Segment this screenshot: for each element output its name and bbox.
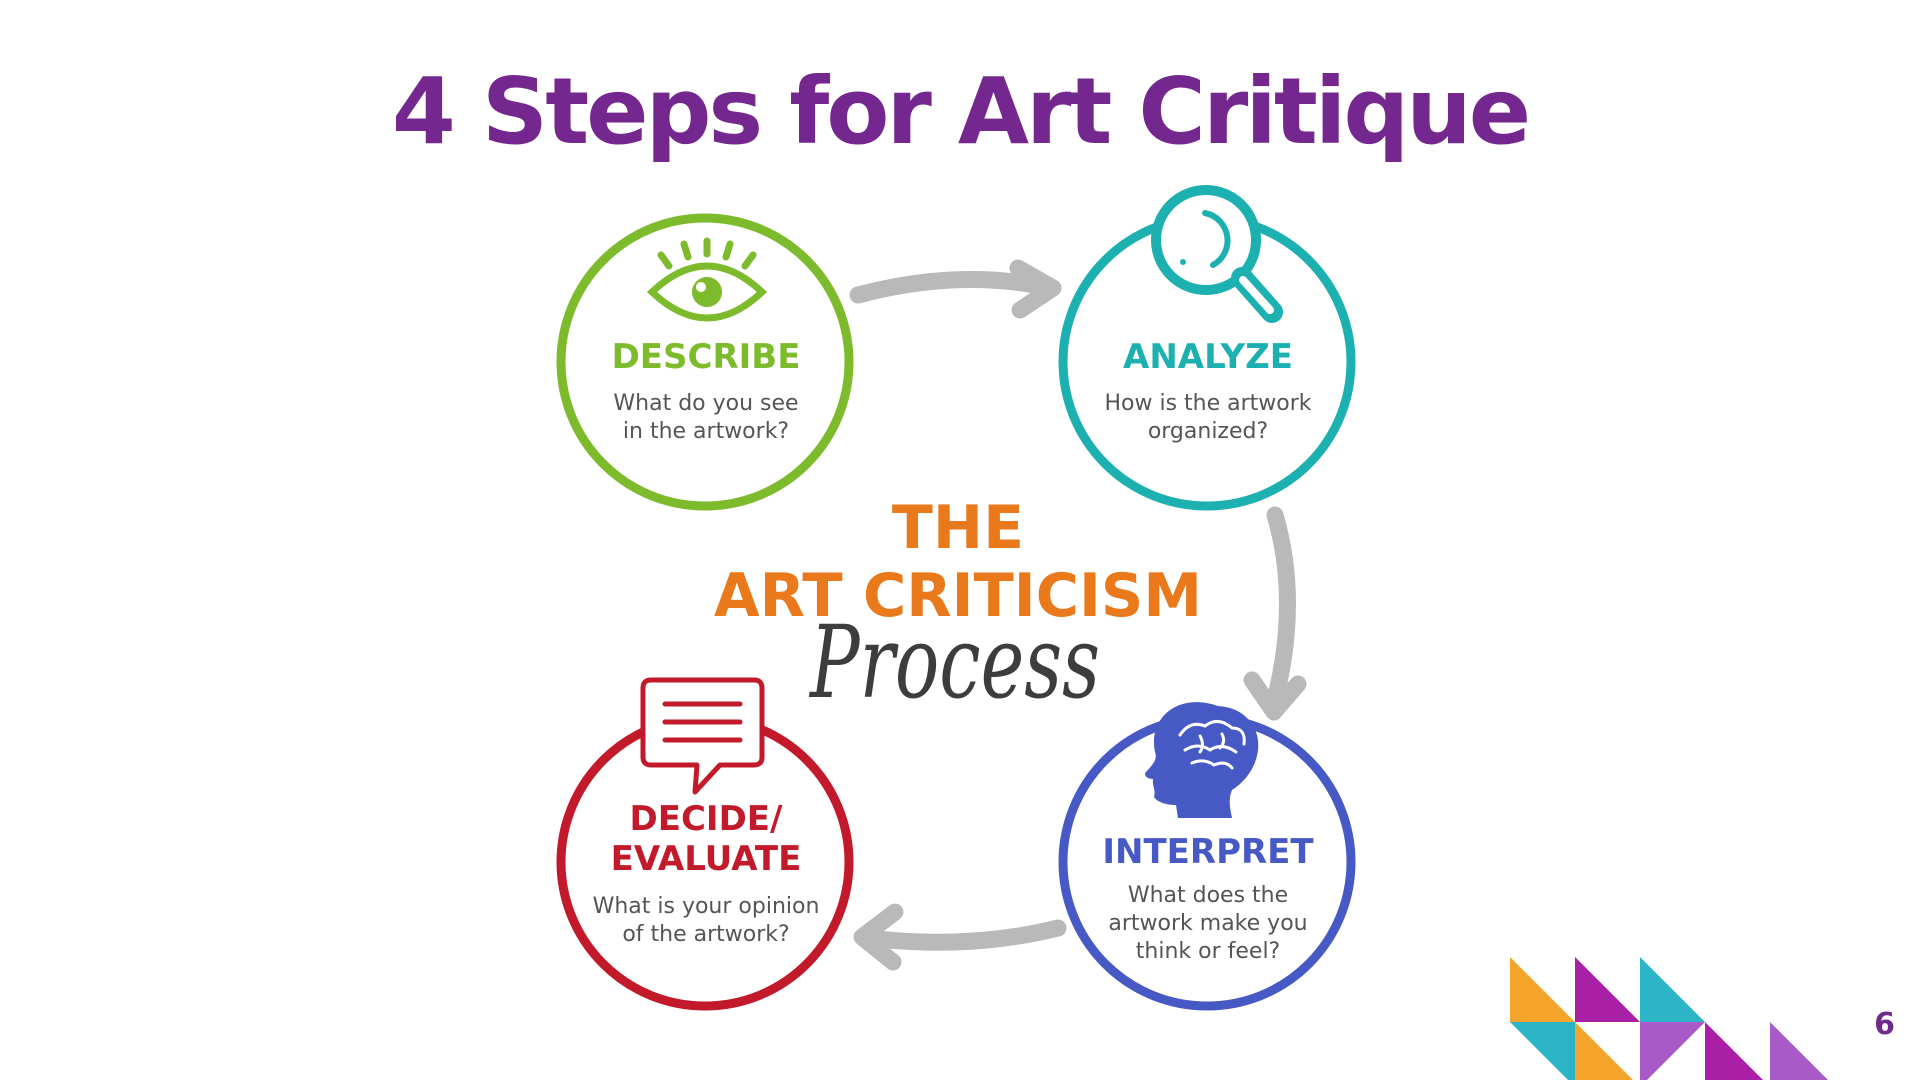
analyze-title: ANALYZE — [1123, 337, 1293, 377]
evaluate-title-line2: EVALUATE — [611, 839, 802, 879]
head-brain-icon — [1145, 702, 1259, 818]
decorative-triangles — [1510, 957, 1828, 1080]
arrow-analyze-to-interpret — [1266, 506, 1296, 709]
arrow-interpret-to-evaluate — [859, 919, 1067, 951]
center-label: THE ART CRITICISM Process — [714, 493, 1202, 721]
speech-bubble-icon — [640, 677, 765, 795]
describe-desc-line1: What do you see — [613, 391, 798, 416]
analyze-desc-line1: How is the artwork — [1104, 391, 1311, 416]
describe-desc-line2: in the artwork? — [623, 419, 789, 444]
describe-circle — [556, 213, 854, 511]
describe-title: DESCRIBE — [612, 337, 801, 377]
page-number: 6 — [1874, 1007, 1895, 1042]
step-analyze: ANALYZE How is the artwork organized? — [1058, 185, 1356, 511]
cycle-arrows — [849, 259, 1307, 971]
step-interpret: INTERPRET What does the artwork make you… — [1058, 702, 1356, 1011]
step-evaluate: DECIDE/ EVALUATE What is your opinion of… — [556, 677, 854, 1011]
analyze-desc-line2: organized? — [1148, 419, 1268, 444]
eye-icon — [646, 237, 768, 322]
evaluate-desc-line2: of the artwork? — [622, 922, 789, 947]
arrow-describe-to-analyze — [849, 270, 1059, 304]
center-title-art-criticism: ART CRITICISM — [714, 561, 1202, 631]
center-title-the: THE — [892, 493, 1024, 563]
center-script-process: Process — [809, 604, 1100, 721]
evaluate-desc-line1: What is your opinion — [593, 894, 820, 919]
evaluate-title-line1: DECIDE/ — [630, 799, 783, 839]
step-describe: DESCRIBE What do you see in the artwork? — [556, 213, 854, 511]
interpret-desc-line1: What does the — [1128, 883, 1288, 908]
interpret-title: INTERPRET — [1102, 832, 1314, 872]
magnifying-glass-icon — [1151, 185, 1283, 323]
slide-title: 4 Steps for Art Critique — [391, 58, 1531, 165]
interpret-desc-line2: artwork make you — [1108, 911, 1307, 936]
interpret-desc-line3: think or feel? — [1136, 939, 1280, 964]
